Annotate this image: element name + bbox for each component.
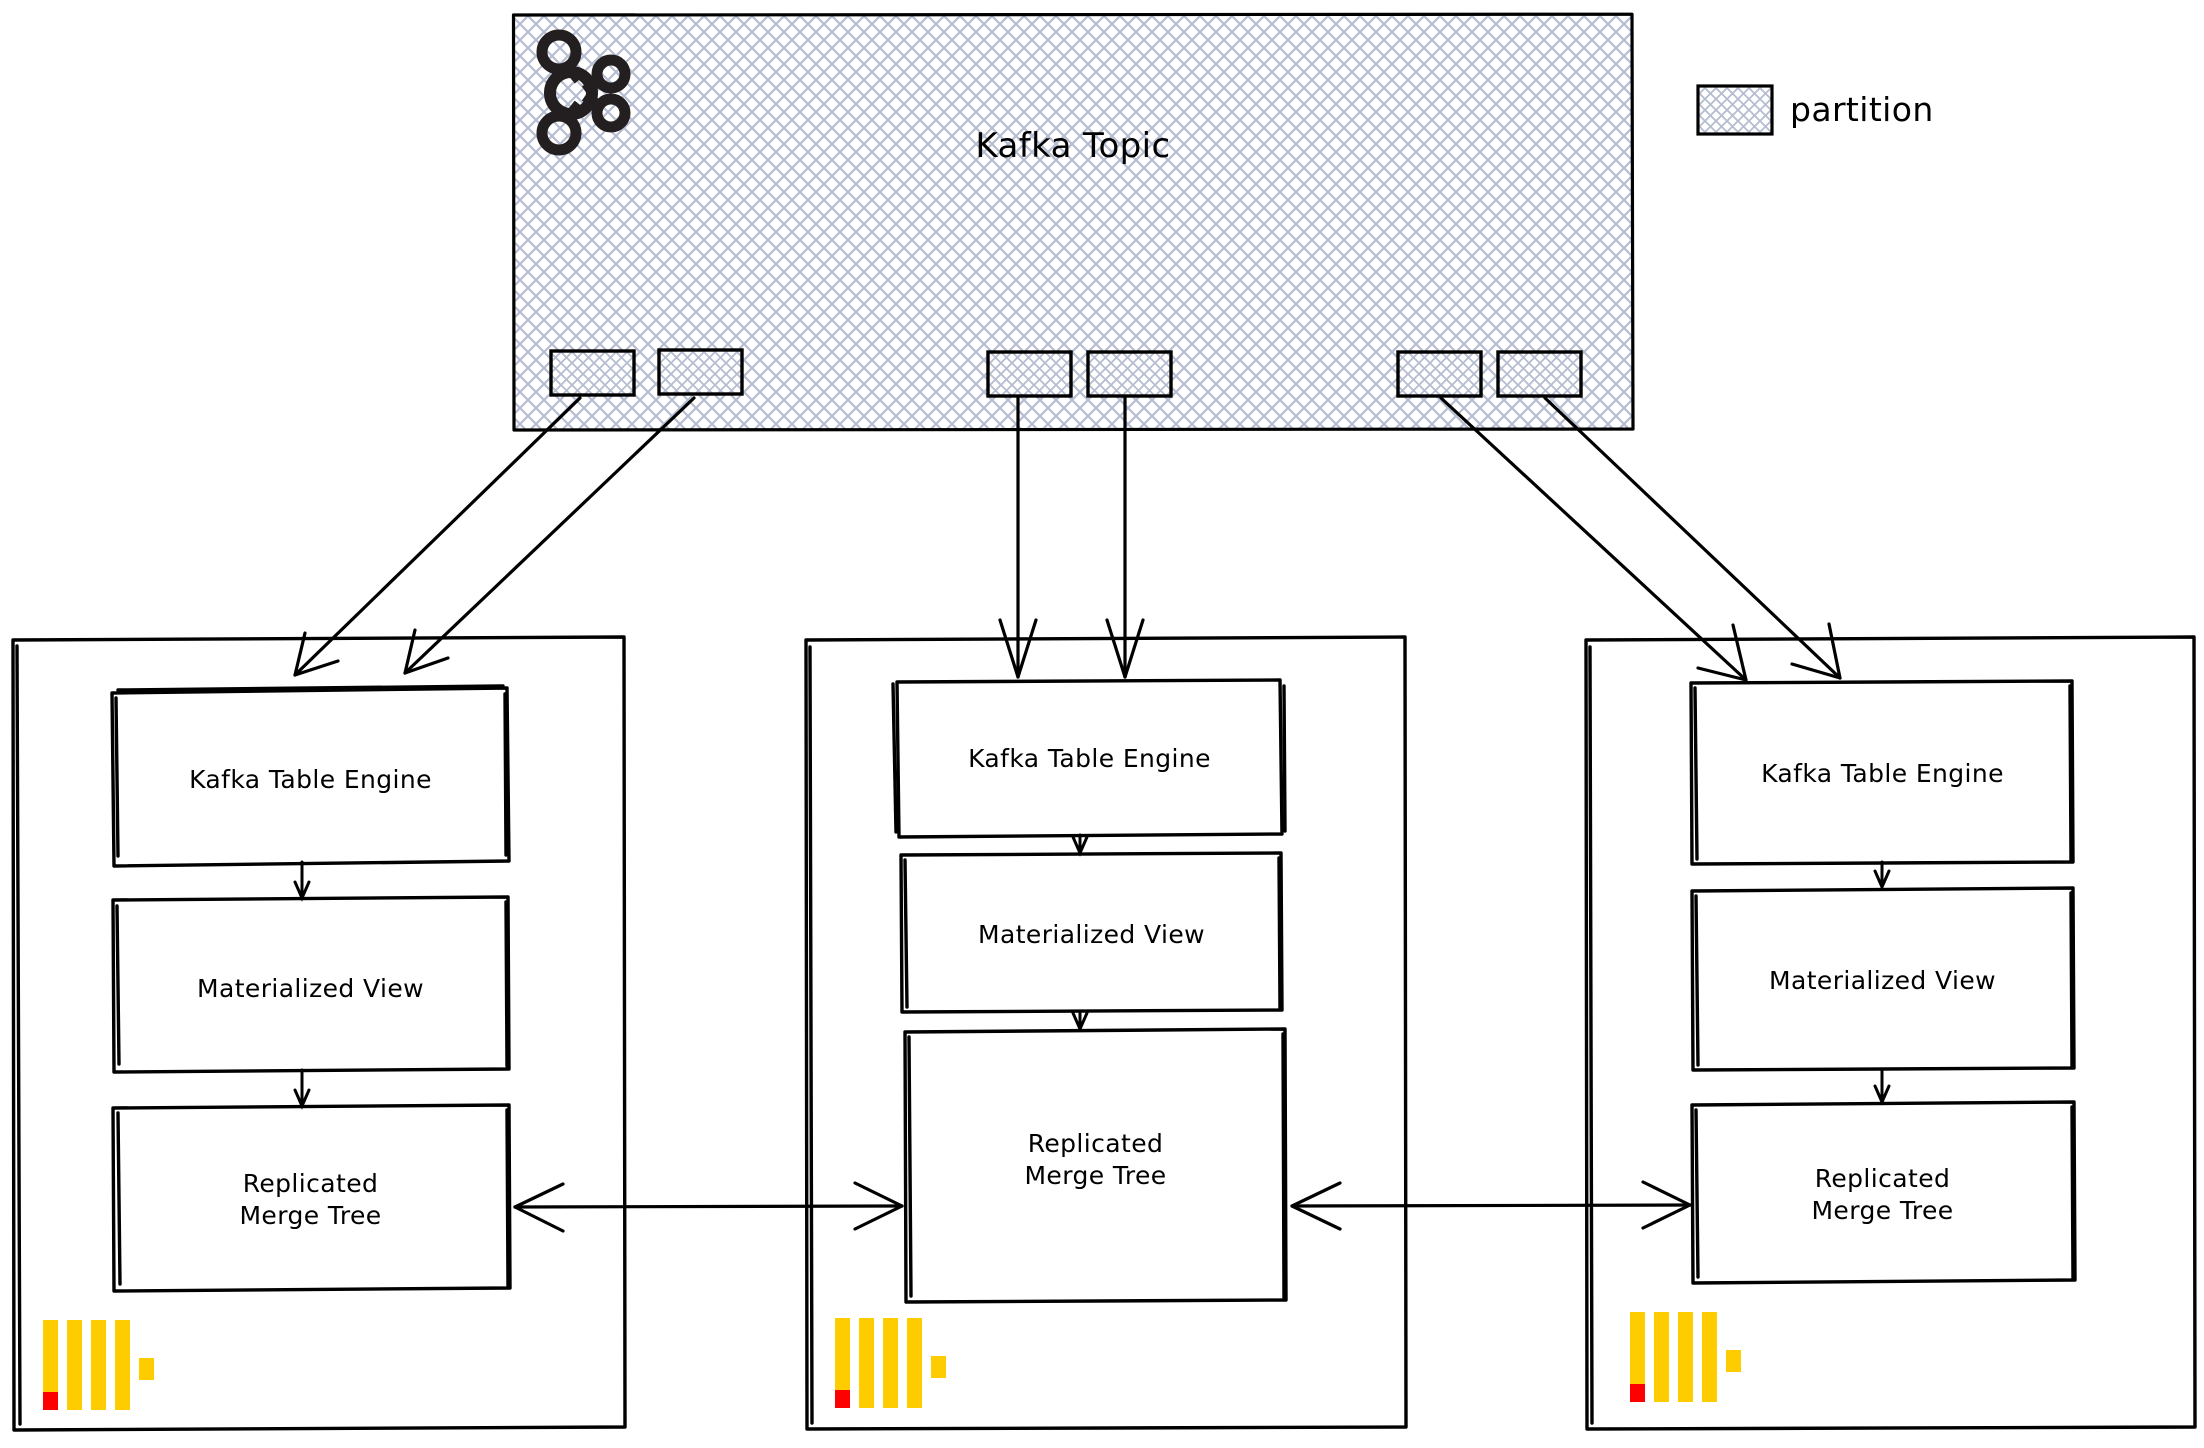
- partition-chip: [549, 349, 636, 397]
- stage-box: [903, 1027, 1288, 1304]
- clickhouse-logo-icon: [835, 1318, 955, 1408]
- stage-box: [1690, 1100, 2077, 1285]
- replicated-merge-tree-label: Replicated Merge Tree: [1024, 1129, 1167, 1190]
- materialized-view-label: Materialized View: [197, 974, 424, 1003]
- partition-chip: [1496, 350, 1583, 398]
- kafka-logo-icon: [536, 29, 631, 156]
- kafka-table-engine-label: Kafka Table Engine: [1761, 759, 2004, 788]
- kafka-table-engine-label: Kafka Table Engine: [968, 744, 1211, 773]
- stage-flow-arrow: [293, 833, 1891, 1110]
- kafka-table-engine-label: Kafka Table Engine: [189, 765, 432, 794]
- clickhouse-logo-icon: [43, 1320, 163, 1410]
- stage-box: [1689, 679, 2075, 866]
- clickhouse-logo-icon: [1630, 1312, 1750, 1402]
- replication-arrow: [513, 1180, 1692, 1233]
- node-container: [1584, 635, 2197, 1431]
- stage-box: [111, 1103, 512, 1293]
- materialized-view-label: Materialized View: [978, 920, 1205, 949]
- partition-chip: [1396, 350, 1483, 398]
- materialized-view-label: Materialized View: [1769, 966, 1996, 995]
- node-container: [11, 635, 627, 1432]
- legend-partition-label: partition: [1790, 90, 1934, 129]
- stage-box: [111, 895, 511, 1074]
- node-container: [804, 635, 1408, 1431]
- kafka-topic-title: Kafka Topic: [975, 126, 1171, 166]
- stage-box: [891, 678, 1287, 839]
- stage-box: [1690, 886, 2076, 1072]
- replicated-merge-tree-label: Replicated Merge Tree: [1811, 1164, 1954, 1225]
- partition-chip: [986, 350, 1073, 398]
- legend-partition-swatch: [1696, 84, 1774, 136]
- partition-chip: [1086, 350, 1173, 398]
- stage-box: [110, 684, 511, 868]
- partition-chip: [657, 348, 744, 396]
- stage-box: [899, 851, 1284, 1014]
- partition-to-engine-arrow: [293, 396, 1842, 682]
- replicated-merge-tree-label: Replicated Merge Tree: [239, 1169, 382, 1230]
